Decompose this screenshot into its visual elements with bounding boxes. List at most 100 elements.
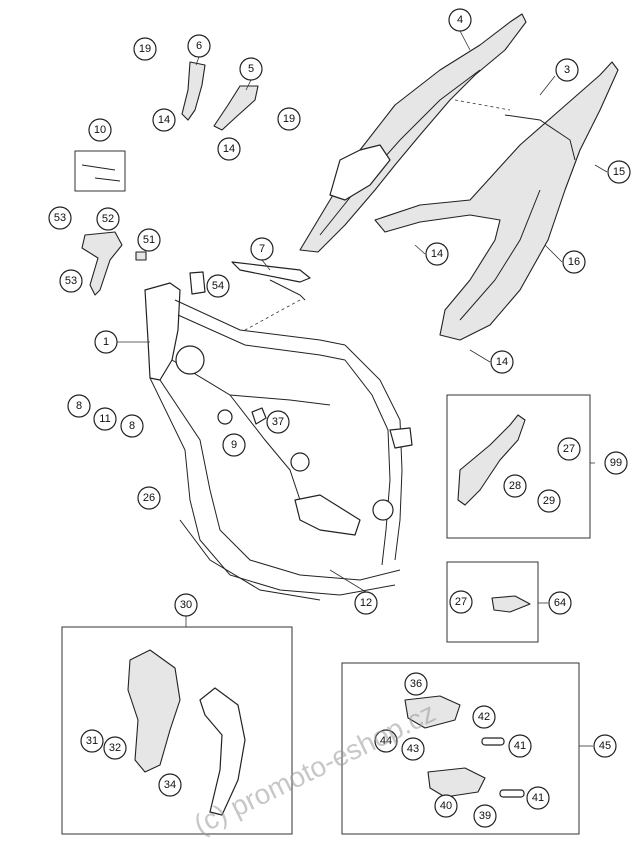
callout-circle xyxy=(277,107,301,131)
group-box-45 xyxy=(341,662,580,835)
callout-c9: 9 xyxy=(222,433,246,457)
callout-c11: 11 xyxy=(93,407,117,431)
callout-circle xyxy=(137,228,161,252)
callout-number: 14 xyxy=(496,356,508,368)
group-box-10 xyxy=(74,150,126,192)
part-9 xyxy=(217,409,233,425)
callout-c12: 12 xyxy=(354,591,378,615)
callout-number: 26 xyxy=(143,492,155,504)
callout-circle xyxy=(548,591,572,615)
spring-pin-part-41 xyxy=(481,737,525,798)
leader-lines xyxy=(117,30,608,747)
callout-number: 44 xyxy=(380,735,392,747)
callout-layer: 1345678891011121414141415161919262727282… xyxy=(48,8,631,828)
engine-mount-bracket-part-6 xyxy=(181,61,206,121)
group-box-30 xyxy=(61,626,293,835)
callout-c27a: 27 xyxy=(557,437,581,461)
heel-guard-part-28 xyxy=(457,414,526,506)
callout-number: 1 xyxy=(103,336,109,348)
callout-number: 45 xyxy=(599,740,611,752)
callout-circle xyxy=(508,734,532,758)
callout-c37: 37 xyxy=(266,410,290,434)
callout-circle xyxy=(222,433,246,457)
callout-c19b: 19 xyxy=(277,107,301,131)
callout-number: 16 xyxy=(568,256,580,268)
engine-mount-bracket-part-5 xyxy=(213,85,259,131)
callout-circle xyxy=(93,407,117,431)
callout-number: 30 xyxy=(180,599,192,611)
callout-circle xyxy=(404,672,428,696)
group-box-99 xyxy=(446,394,591,539)
callout-circle xyxy=(133,37,157,61)
callout-number: 14 xyxy=(223,143,235,155)
callout-circle xyxy=(374,729,398,753)
callout-number: 10 xyxy=(94,124,106,136)
callout-c53a: 53 xyxy=(48,206,72,230)
clip-part-51 xyxy=(135,251,147,261)
callout-circle xyxy=(158,773,182,797)
callout-circle xyxy=(59,269,83,293)
callout-c42: 42 xyxy=(472,705,496,729)
callout-circle xyxy=(239,57,263,81)
callout-circle xyxy=(174,593,198,617)
callout-c29: 29 xyxy=(537,489,561,513)
callout-number: 32 xyxy=(109,742,121,754)
callout-number: 28 xyxy=(509,480,521,492)
callout-number: 51 xyxy=(143,234,155,246)
callout-c41b: 41 xyxy=(526,786,550,810)
main-frame-part-1 xyxy=(144,282,413,601)
subframe-left-part-4 xyxy=(299,13,527,253)
callout-number: 52 xyxy=(102,213,114,225)
callout-circle xyxy=(562,250,586,274)
callout-c7: 7 xyxy=(250,237,274,261)
callout-number: 7 xyxy=(259,243,265,255)
callout-c30: 30 xyxy=(174,593,198,617)
callout-number: 8 xyxy=(76,400,82,412)
callout-circle xyxy=(490,350,514,374)
frame-protector-left xyxy=(127,649,181,773)
callout-number: 3 xyxy=(564,64,570,76)
callout-circle xyxy=(103,736,127,760)
callout-c41a: 41 xyxy=(508,734,532,758)
callout-number: 64 xyxy=(554,597,566,609)
callout-number: 99 xyxy=(610,457,622,469)
callout-c43: 43 xyxy=(401,737,425,761)
callout-c27b: 27 xyxy=(449,590,473,614)
callout-circle xyxy=(48,206,72,230)
callout-c19a: 19 xyxy=(133,37,157,61)
subframe-right-part-3 xyxy=(374,61,619,341)
callout-c45: 45 xyxy=(593,734,617,758)
callout-number: 5 xyxy=(248,63,254,75)
callout-number: 29 xyxy=(543,495,555,507)
callout-c8b: 8 xyxy=(120,414,144,438)
callout-c16: 16 xyxy=(562,250,586,274)
callout-c15: 15 xyxy=(607,160,631,184)
callout-c54: 54 xyxy=(206,274,230,298)
callout-c6: 6 xyxy=(187,34,211,58)
callout-number: 53 xyxy=(65,275,77,287)
callout-circle xyxy=(557,437,581,461)
callout-number: 42 xyxy=(478,711,490,723)
callout-c14d: 14 xyxy=(490,350,514,374)
callout-circle xyxy=(607,160,631,184)
callout-number: 41 xyxy=(532,792,544,804)
callout-circle xyxy=(472,705,496,729)
callout-number: 15 xyxy=(613,166,625,178)
callout-circle xyxy=(266,410,290,434)
callout-number: 31 xyxy=(86,735,98,747)
callout-number: 11 xyxy=(99,413,110,425)
callout-circle xyxy=(80,729,104,753)
callout-circle xyxy=(217,137,241,161)
callout-circle xyxy=(94,330,118,354)
callout-c51: 51 xyxy=(137,228,161,252)
callout-circle xyxy=(434,794,458,818)
callout-circle xyxy=(593,734,617,758)
callout-circle xyxy=(503,474,527,498)
callout-number: 8 xyxy=(129,420,135,432)
callout-c14b: 14 xyxy=(217,137,241,161)
callout-number: 27 xyxy=(563,443,575,455)
callout-circle xyxy=(137,486,161,510)
callout-number: 53 xyxy=(54,212,66,224)
footpeg-part-40 xyxy=(427,767,486,798)
